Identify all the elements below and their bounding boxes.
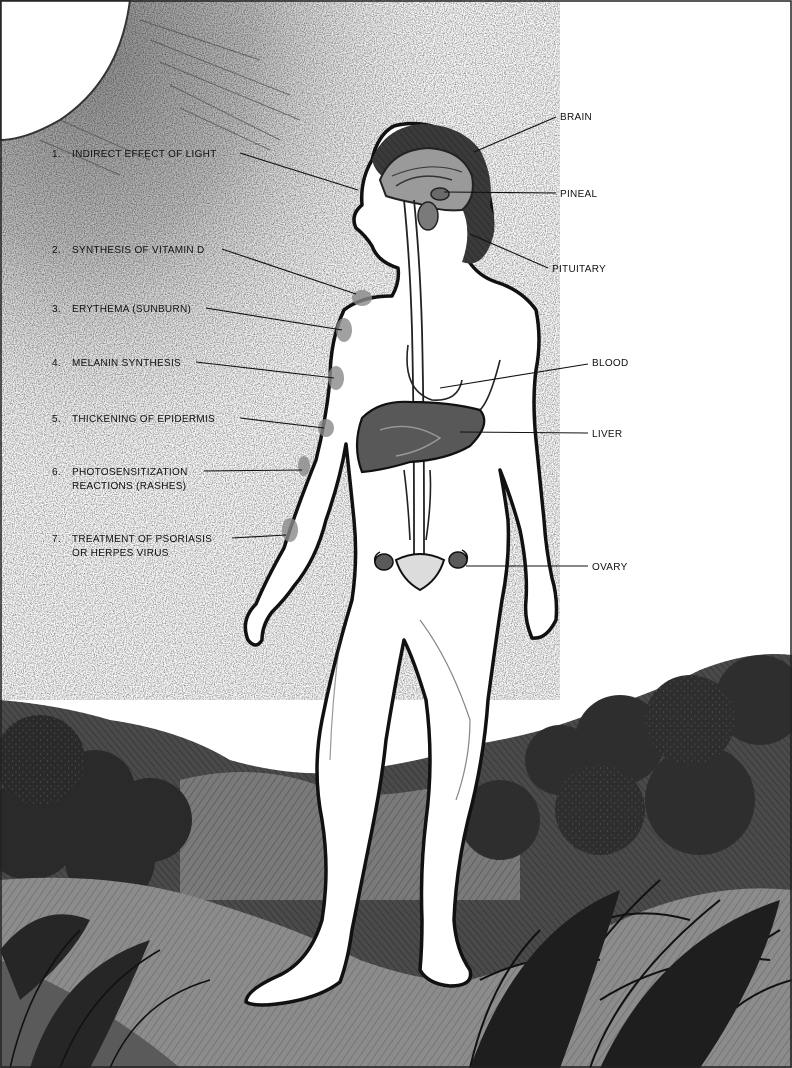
effect-3-label: ERYTHEMA (SUNBURN): [72, 304, 191, 315]
effect-2-label: SYNTHESIS OF VITAMIN D: [72, 245, 205, 256]
effect-6-label: PHOTOSENSITIZATION: [72, 467, 188, 478]
pineal-gland: [431, 188, 449, 200]
effect-1-label: INDIRECT EFFECT OF LIGHT: [72, 149, 217, 160]
effect-7-label: TREATMENT OF PSORIASIS: [72, 534, 212, 545]
pituitary-gland: [418, 202, 438, 230]
effect-4-label: MELANIN SYNTHESIS: [72, 358, 181, 369]
effect-1-number: 1.: [52, 149, 61, 160]
effect-6-label-line2: REACTIONS (RASHES): [72, 481, 186, 492]
organ-label-liver: LIVER: [592, 429, 622, 440]
effect-5-label: THICKENING OF EPIDERMIS: [72, 414, 215, 425]
effect-3-number: 3.: [52, 304, 61, 315]
effect-2-number: 2.: [52, 245, 61, 256]
effect-5-number: 5.: [52, 414, 61, 425]
organ-label-pineal: PINEAL: [560, 189, 598, 200]
organ-label-blood: BLOOD: [592, 358, 629, 369]
effect-6-number: 6.: [52, 467, 61, 478]
effect-7-label-line2: OR HERPES VIRUS: [72, 548, 169, 559]
organ-label-brain: BRAIN: [560, 112, 592, 123]
effect-4-number: 4.: [52, 358, 61, 369]
effect-7-number: 7.: [52, 534, 61, 545]
organ-label-pituitary: PITUITARY: [552, 264, 606, 275]
organ-label-ovary: OVARY: [592, 562, 628, 573]
